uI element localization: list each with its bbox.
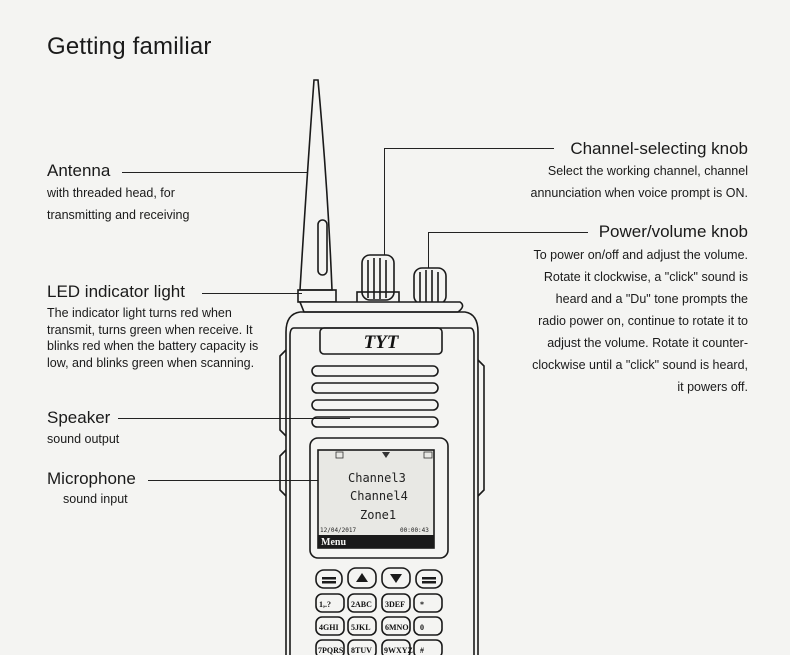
power-knob-desc-3: heard and a "Du" tone prompts the [555, 292, 748, 306]
key-down [381, 567, 411, 589]
power-knob [413, 267, 447, 305]
key-2: 2ABC [351, 600, 372, 609]
page-title: Getting familiar [47, 33, 212, 60]
lcd-menu-bar [318, 535, 434, 548]
key-star: * [420, 600, 424, 609]
microphone-desc: sound input [63, 492, 128, 506]
radio-body [285, 311, 479, 655]
speaker-grille-2 [311, 382, 439, 394]
power-knob-desc-1: To power on/off and adjust the volume. [533, 248, 749, 262]
speaker-label: Speaker [47, 408, 111, 427]
key-9: 9WXYZ [384, 646, 413, 655]
power-knob-desc-5: adjust the volume. Rotate it counter- [547, 336, 748, 350]
key-5: 5JKL [351, 623, 371, 632]
key-hash: # [420, 646, 424, 655]
antenna-leader-line [122, 172, 312, 174]
key-3: 3DEF [385, 600, 405, 609]
lcd-menu-label: Menu [321, 537, 346, 548]
key-up [347, 567, 377, 589]
led-desc: The indicator light turns red when trans… [47, 306, 259, 370]
led-leader-line [202, 293, 302, 295]
speaker-desc: sound output [47, 432, 120, 446]
lcd-status-bar [335, 451, 433, 459]
power-knob-leader-drop [428, 232, 430, 272]
speaker-leader-line [118, 418, 350, 420]
lcd-date: 12/04/2017 [320, 527, 357, 534]
key-left [315, 569, 343, 589]
antenna-desc-1: with threaded head, for [47, 186, 175, 200]
radio-illustration: TYT Channel3 Channel4 Zone1 12/04/2017 0… [279, 79, 485, 655]
key-1: 1,.? [319, 600, 331, 609]
microphone-label: Microphone [47, 469, 136, 488]
key-4: 4GHI [319, 623, 339, 632]
brand-plate [319, 327, 443, 355]
speaker-grille-1 [311, 365, 439, 377]
speaker-grille-3 [311, 399, 439, 411]
speaker-grille-4 [311, 416, 439, 428]
channel-knob-leader-line [384, 148, 554, 150]
antenna-desc-2: transmitting and receiving [47, 208, 190, 222]
lcd-screen [317, 449, 435, 549]
power-knob-desc-4: radio power on, continue to rotate it to [538, 314, 748, 328]
power-knob-leader-line [428, 232, 588, 234]
antenna-slot [317, 219, 328, 276]
brand-logo: TYT [364, 332, 400, 353]
key-right [415, 569, 443, 589]
power-knob-label: Power/volume knob [598, 222, 748, 241]
power-knob-desc-6: clockwise until a "click" sound is heard… [532, 358, 748, 372]
power-knob-desc-2: Rotate it clockwise, a "click" sound is [543, 270, 748, 284]
lcd-line-2: Channel4 [350, 489, 408, 503]
channel-knob-desc-1: Select the working channel, channel [547, 164, 748, 178]
channel-knob-label: Channel-selecting knob [570, 139, 748, 158]
key-8: 8TUV [351, 646, 372, 655]
power-knob-desc-7: it powers off. [677, 380, 748, 394]
key-6: 6MNO [385, 623, 409, 632]
channel-knob-leader-drop [384, 148, 386, 260]
channel-knob-desc-2: annunciation when voice prompt is ON. [530, 186, 748, 200]
channel-knob [361, 254, 395, 301]
key-7: 7PQRS [318, 646, 344, 655]
antenna-label: Antenna [47, 161, 111, 180]
lcd-line-1: Channel3 [348, 471, 406, 485]
lcd-line-3: Zone1 [360, 508, 396, 522]
key-0: 0 [420, 623, 424, 632]
lcd-time: 00:00:43 [400, 527, 429, 534]
microphone-leader-line [148, 480, 323, 482]
antenna-base [297, 289, 337, 303]
led-label: LED indicator light [47, 282, 185, 301]
